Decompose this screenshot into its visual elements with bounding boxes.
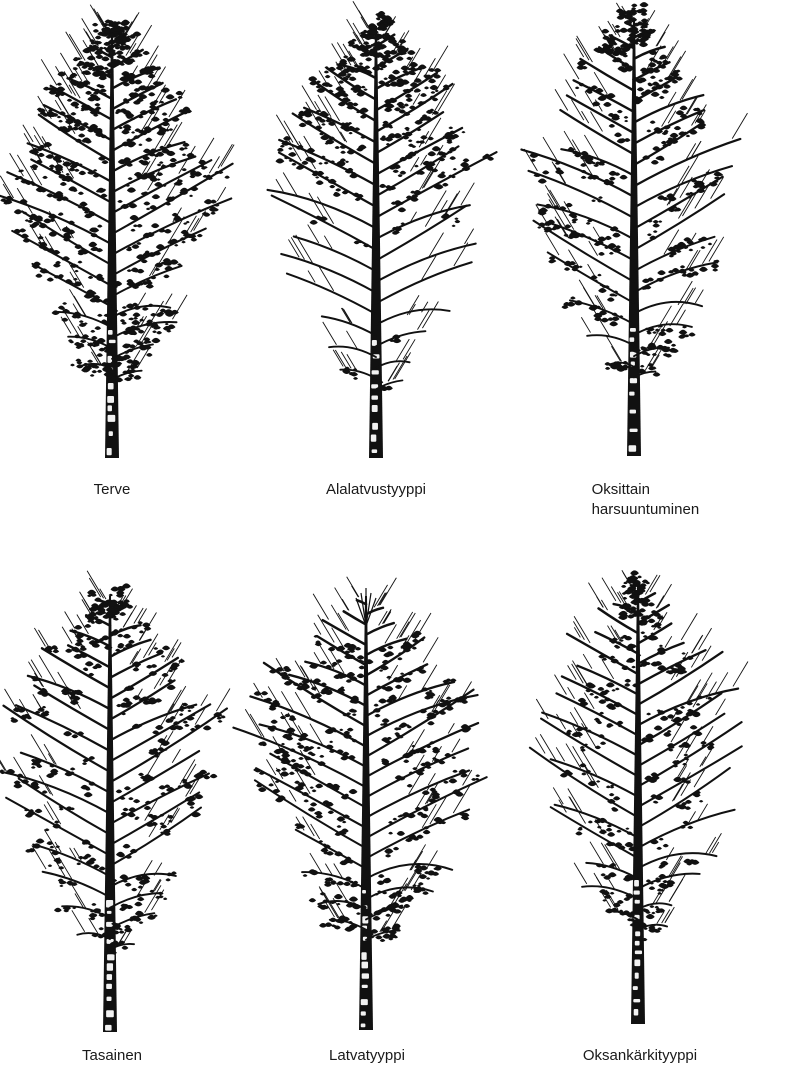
- trunk: [369, 26, 383, 458]
- caption-alalatvustyyppi: Alalatvustyyppi: [326, 480, 426, 500]
- caption-terve: Terve: [94, 480, 131, 500]
- branches: [233, 577, 486, 940]
- branches: [268, 1, 497, 389]
- tree-oksittain: [521, 2, 747, 456]
- caption-line: harsuuntuminen: [592, 500, 700, 520]
- caption-oksankarkityyppi: Oksankärkityyppi: [583, 1046, 697, 1066]
- caption-line: Tasainen: [82, 1046, 142, 1066]
- caption-line: Terve: [94, 480, 131, 500]
- caption-oksittain-harsuuntuminen: Oksittain harsuuntuminen: [592, 480, 700, 520]
- caption-latvatyyppi: Latvatyyppi: [329, 1046, 405, 1066]
- trunk: [105, 28, 119, 458]
- caption-line: Oksittain: [592, 480, 700, 500]
- tree-terve: [0, 5, 234, 458]
- tree-latva: [233, 577, 486, 1030]
- caption-line: Oksankärkityyppi: [583, 1046, 697, 1066]
- foliage: [275, 11, 494, 391]
- caption-line: Latvatyyppi: [329, 1046, 405, 1066]
- tree-alalatvus: [268, 1, 497, 458]
- caption-tasainen: Tasainen: [82, 1046, 142, 1066]
- caption-line: Alalatvustyyppi: [326, 480, 426, 500]
- tree-oksankarki: [530, 570, 748, 1024]
- tree-tasainen: [0, 571, 230, 1032]
